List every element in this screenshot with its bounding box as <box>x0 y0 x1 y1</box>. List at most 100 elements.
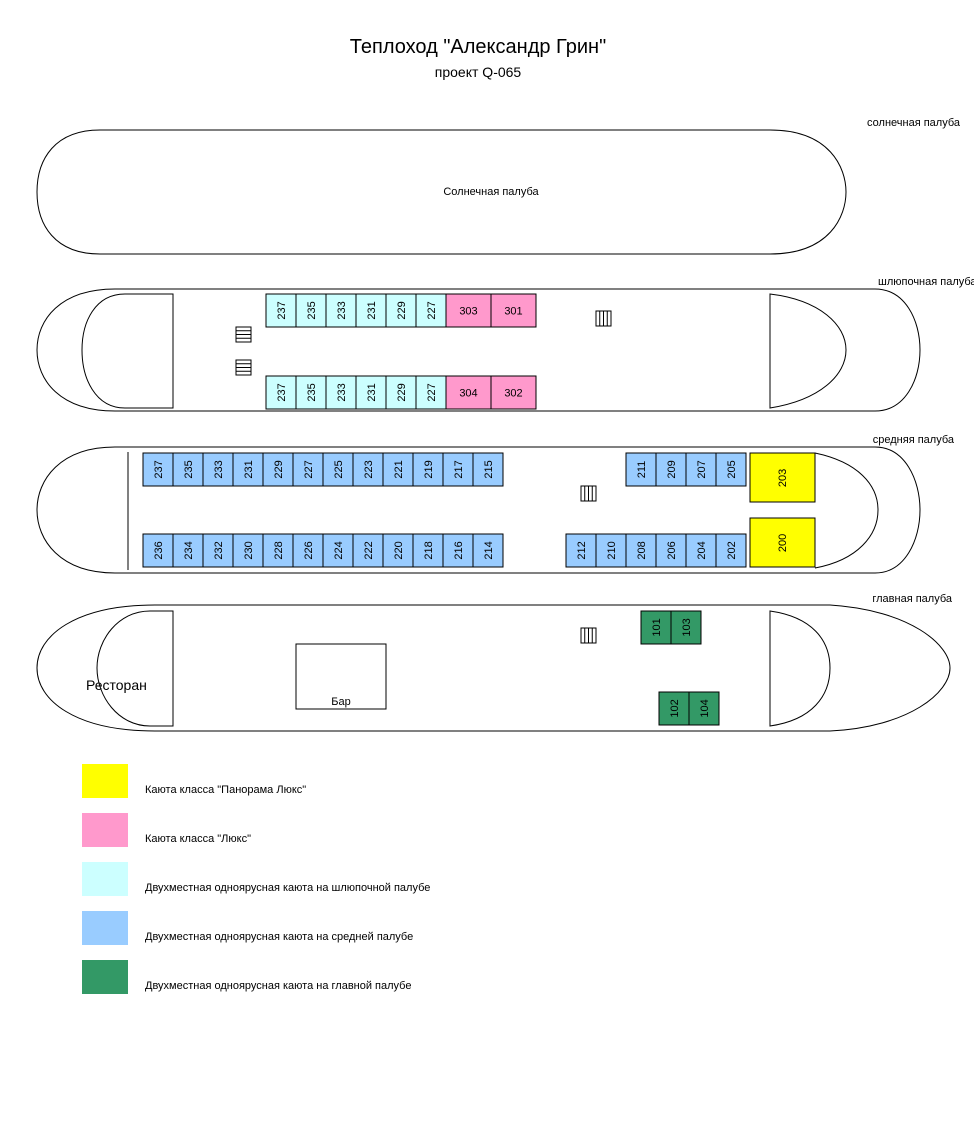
cabin-number: 230 <box>243 541 255 559</box>
cabin-207: 207 <box>685 452 717 487</box>
cabin-box <box>655 533 687 568</box>
cabin-212: 212 <box>565 533 597 568</box>
cabin-231: 231 <box>232 452 264 487</box>
cabin-233: 233 <box>325 375 357 410</box>
cabin-box <box>715 533 747 568</box>
cabin-box <box>688 691 720 726</box>
cabin-box <box>670 610 702 645</box>
cabin-number: 221 <box>393 460 405 478</box>
cabin-number: 237 <box>153 460 165 478</box>
cabin-number: 235 <box>306 301 318 319</box>
cabin-number: 235 <box>183 460 195 478</box>
cabin-number: 218 <box>423 541 435 559</box>
cabin-221: 221 <box>382 452 414 487</box>
cabin-230: 230 <box>232 533 264 568</box>
cabin-232: 232 <box>202 533 234 568</box>
cabin-box <box>655 452 687 487</box>
cabin-number: 206 <box>666 541 678 559</box>
cabin-229: 229 <box>262 452 294 487</box>
restaurant-label: Ресторан <box>86 677 147 693</box>
cabin-205: 205 <box>715 452 747 487</box>
cabin-206: 206 <box>655 533 687 568</box>
cabin-box <box>265 293 297 328</box>
cabin-202: 202 <box>715 533 747 568</box>
cabin-number: 227 <box>303 460 315 478</box>
cabin-304: 304 <box>445 375 492 410</box>
legend-swatch <box>82 911 128 945</box>
cabin-number: 223 <box>363 460 375 478</box>
cabin-235: 235 <box>172 452 204 487</box>
cabin-box <box>232 452 264 487</box>
cabin-box <box>715 452 747 487</box>
cabin-box <box>445 375 492 410</box>
cabin-number: 302 <box>504 388 522 400</box>
cabin-number: 301 <box>504 306 522 318</box>
cabin-237: 237 <box>265 293 297 328</box>
middle-deck-bow-structure <box>814 452 879 569</box>
legend-label: Двухместная одноярусная каюта на средней… <box>145 931 413 943</box>
cabin-box <box>685 452 717 487</box>
cabin-301: 301 <box>490 293 537 328</box>
cabin-box <box>565 533 597 568</box>
bar-area <box>295 643 387 710</box>
legend-label: Двухместная одноярусная каюта на главной… <box>145 980 411 992</box>
cabin-number: 227 <box>426 383 438 401</box>
cabin-number: 231 <box>243 460 255 478</box>
cabin-223: 223 <box>352 452 384 487</box>
sun-deck: солнечная палуба Солнечная палуба <box>36 117 961 255</box>
cabin-box <box>352 533 384 568</box>
cabin-number: 207 <box>696 460 708 478</box>
cabin-number: 229 <box>396 383 408 401</box>
cabin-number: 210 <box>606 541 618 559</box>
boat-deck-bow-structure <box>769 293 847 409</box>
cabin-236: 236 <box>142 533 174 568</box>
cabin-number: 234 <box>183 541 195 559</box>
cabin-box <box>142 452 174 487</box>
cabin-box <box>325 293 357 328</box>
legend-label: Двухместная одноярусная каюта на шлюпочн… <box>145 882 430 894</box>
cabin-number: 103 <box>681 618 693 636</box>
legend-item: Каюта класса "Люкс" <box>82 813 251 847</box>
cabin-box <box>472 452 504 487</box>
cabin-222: 222 <box>352 533 384 568</box>
cabin-225: 225 <box>322 452 354 487</box>
cabin-box <box>355 375 387 410</box>
cabin-number: 205 <box>726 460 738 478</box>
cabin-229: 229 <box>385 293 417 328</box>
legend: Каюта класса "Панорама Люкс"Каюта класса… <box>82 764 430 994</box>
cabin-number: 233 <box>336 301 348 319</box>
cabin-number: 237 <box>276 383 288 401</box>
cabin-number: 228 <box>273 541 285 559</box>
cabin-102: 102 <box>658 691 690 726</box>
cabin-box <box>325 375 357 410</box>
cabin-number: 219 <box>423 460 435 478</box>
boat-deck-stern-structure <box>81 293 174 409</box>
diagram-title: Теплоход "Александр Грин" <box>349 36 607 58</box>
cabin-302: 302 <box>490 375 537 410</box>
cabin-208: 208 <box>625 533 657 568</box>
cabin-box <box>202 452 234 487</box>
cabin-box <box>412 533 444 568</box>
cabin-218: 218 <box>412 533 444 568</box>
cabin-box <box>490 293 537 328</box>
cabin-box <box>355 293 387 328</box>
cabin-box <box>142 533 174 568</box>
stairs-icon <box>580 627 597 644</box>
cabin-box <box>442 452 474 487</box>
stairs-icon <box>235 326 252 343</box>
cabin-number: 209 <box>666 460 678 478</box>
cabin-box <box>262 452 294 487</box>
cabin-220: 220 <box>382 533 414 568</box>
cabin-box <box>322 452 354 487</box>
cabin-box <box>415 293 447 328</box>
cabin-227: 227 <box>415 375 447 410</box>
cabin-number: 229 <box>396 301 408 319</box>
cabin-228: 228 <box>262 533 294 568</box>
cabin-number: 224 <box>333 541 345 559</box>
